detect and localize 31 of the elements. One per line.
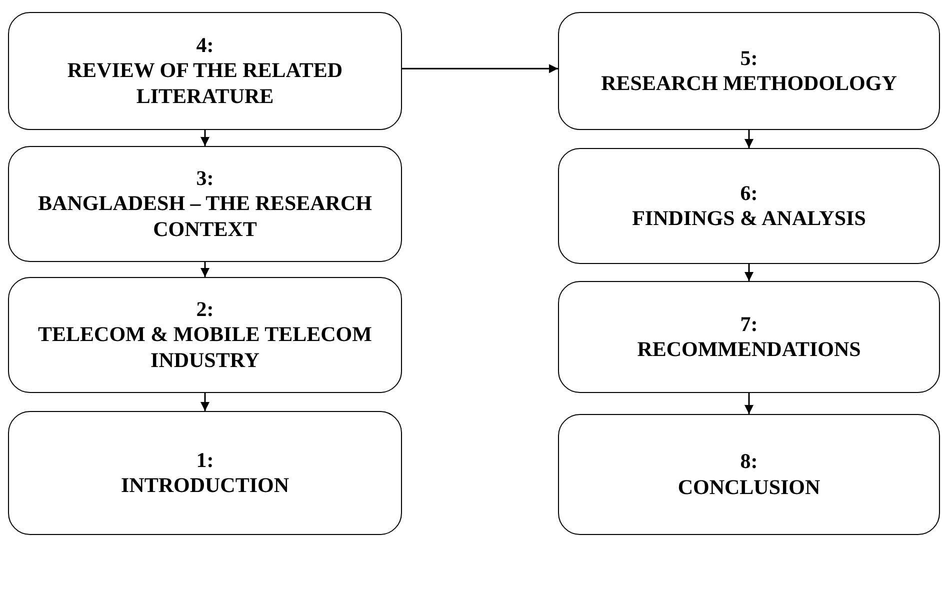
step-number: 5: xyxy=(740,46,758,71)
step-title: RECOMMENDATIONS xyxy=(637,337,861,362)
step-title: TELECOM & MOBILE TELECOM INDUSTRY xyxy=(37,322,373,373)
step-title: REVIEW OF THE RELATED LITERATURE xyxy=(66,58,344,109)
process-box xyxy=(558,414,940,535)
arrow xyxy=(744,130,754,148)
step-number: 7: xyxy=(740,312,758,337)
step-title: FINDINGS & ANALYSIS xyxy=(632,206,866,232)
step-number: 6: xyxy=(740,180,758,206)
process-box xyxy=(8,411,402,535)
arrow xyxy=(200,130,210,146)
step-title: INTRODUCTION xyxy=(120,473,290,498)
arrow xyxy=(200,262,210,277)
arrow xyxy=(402,64,558,74)
process-box xyxy=(8,277,402,393)
process-box xyxy=(558,281,940,393)
process-box xyxy=(8,146,402,262)
arrow xyxy=(744,264,754,281)
step-title: RESEARCH METHODOLOGY xyxy=(601,71,897,96)
step-number: 3: xyxy=(196,166,214,192)
step-number: 1: xyxy=(196,448,214,473)
arrow xyxy=(200,393,210,411)
step-title: CONCLUSION xyxy=(678,474,820,500)
process-box xyxy=(8,12,402,130)
step-number: 4: xyxy=(196,33,214,58)
step-number: 2: xyxy=(196,297,214,322)
process-box xyxy=(558,148,940,264)
arrow xyxy=(744,393,754,414)
process-box xyxy=(558,12,940,130)
step-number: 8: xyxy=(740,449,758,474)
step-title: BANGLADESH – THE RESEARCH CONTEXT xyxy=(37,191,373,242)
